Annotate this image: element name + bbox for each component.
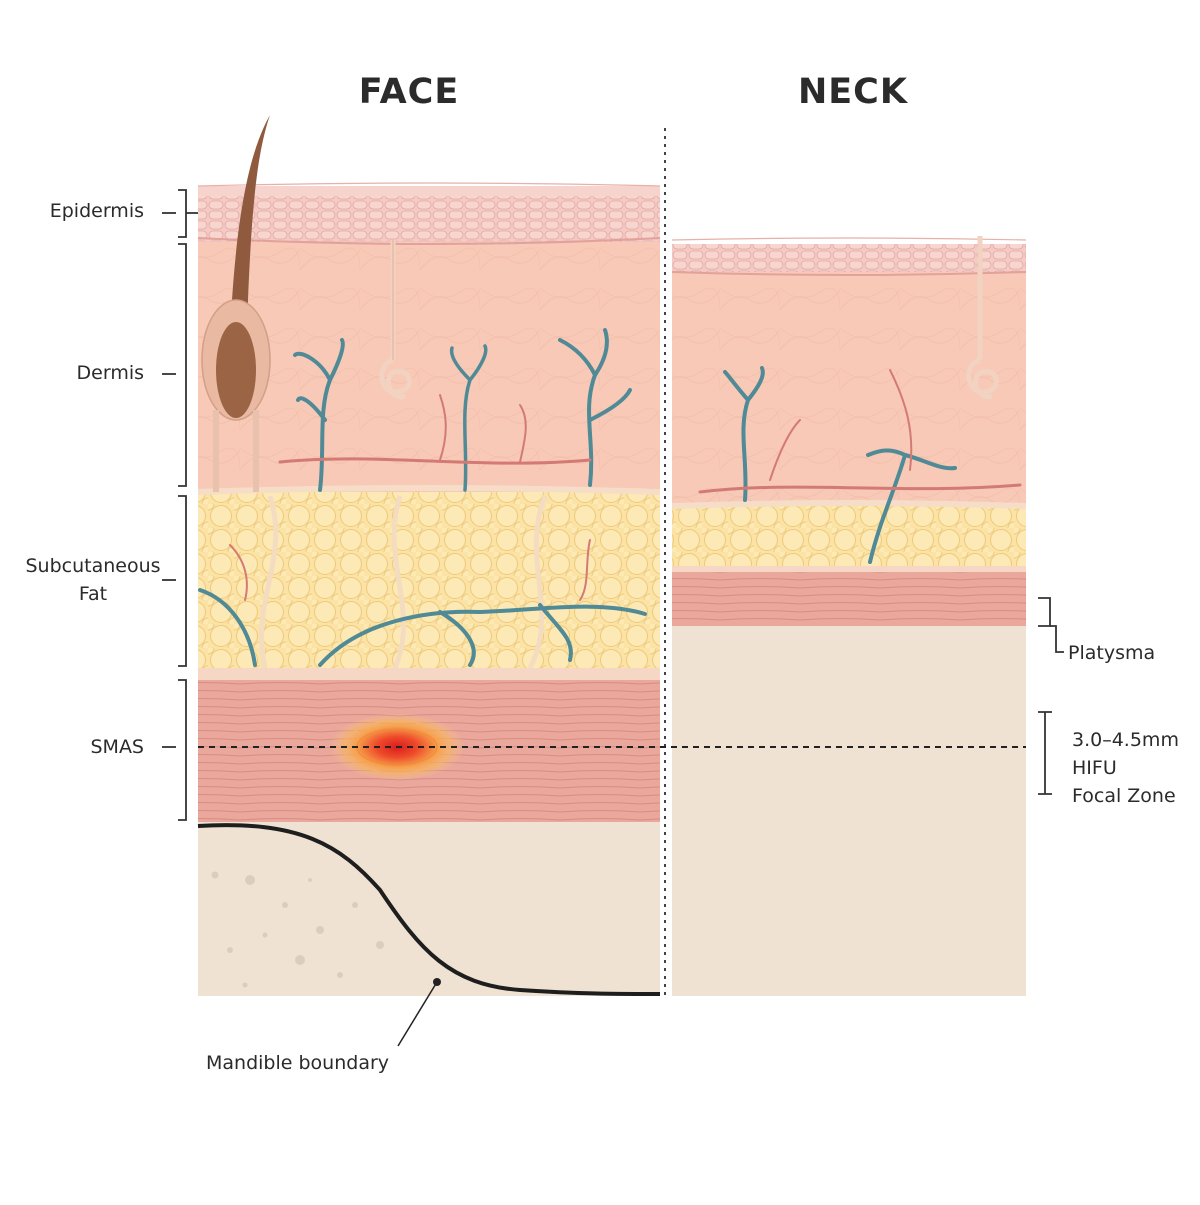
smas-label: SMAS [90,736,144,758]
epidermis-label: Epidermis [49,200,144,222]
mandible-pointer [397,978,441,1047]
right-brackets [1038,597,1064,795]
neck-fat-layer [672,506,1026,568]
mandible-boundary-line [197,823,661,996]
dermis-label: Dermis [76,362,144,384]
neck-vessels [698,366,1022,564]
focal-depth-text: 3.0–4.5mm [1072,729,1179,751]
subcutaneous-fat-line1: Subcutaneous [25,555,161,577]
neck-title: NECK [797,72,908,112]
neck-platysma-layer [672,572,1026,626]
subcutaneous-fat-line2: Fat [78,583,108,605]
face-title: FACE [358,72,460,112]
hair-follicle [201,115,271,492]
face-epidermis-layer [198,190,660,242]
face-vessels [198,328,647,667]
neck-panel [671,236,1027,996]
platysma-label: Platysma [1068,642,1156,664]
focal-zone-text: Focal Zone [1072,785,1176,807]
focal-hifu-text: HIFU [1072,757,1117,779]
hifu-focal-zone-label: 3.0–4.5mm HIFU Focal Zone [1072,726,1179,810]
neck-epidermis-layer [672,244,1026,272]
subcutaneous-fat-label: Subcutaneous Fat [18,552,168,608]
neck-sweat-gland [966,236,999,400]
face-bone-region [198,822,660,996]
mandible-boundary-label: Mandible boundary [206,1052,390,1074]
face-panel [197,115,661,996]
neck-deep-region [672,626,1026,996]
left-layer-brackets [162,189,198,821]
